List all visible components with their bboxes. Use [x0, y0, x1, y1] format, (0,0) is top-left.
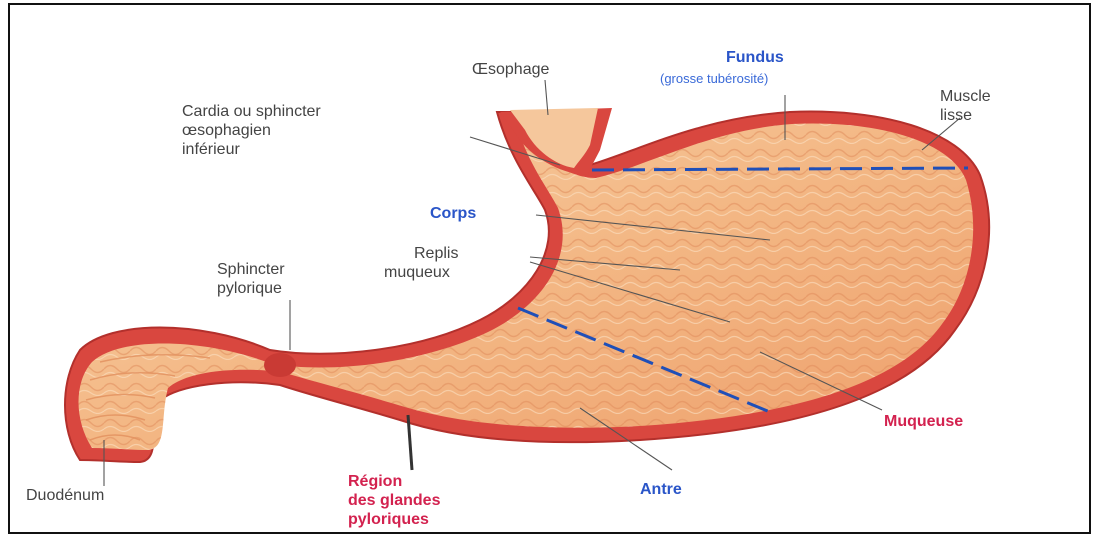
label-corps: Corps — [430, 205, 476, 222]
label-duodenum: Duodénum — [26, 487, 104, 504]
label-region-3: pyloriques — [348, 511, 429, 528]
label-muscle-lisse-2: lisse — [940, 107, 972, 124]
label-muscle-lisse-1: Muscle — [940, 88, 991, 105]
label-fundus: Fundus — [726, 49, 784, 66]
pyloric-sphincter — [264, 353, 296, 377]
label-oesophage: Œsophage — [472, 61, 549, 78]
label-region-1: Région — [348, 473, 402, 490]
label-cardia-1: Cardia ou sphincter — [182, 103, 321, 120]
label-sphincter-2: pylorique — [217, 280, 282, 297]
label-cardia-3: inférieur — [182, 141, 240, 158]
label-replis-2: muqueux — [384, 264, 450, 281]
label-region-2: des glandes — [348, 492, 441, 509]
label-replis-1: Replis — [414, 245, 458, 262]
label-sphincter-1: Sphincter — [217, 261, 285, 278]
label-muqueuse: Muqueuse — [884, 413, 963, 430]
label-antre: Antre — [640, 481, 682, 498]
label-fundus-sub: (grosse tubérosité) — [660, 71, 768, 86]
label-cardia-2: œsophagien — [182, 122, 271, 139]
